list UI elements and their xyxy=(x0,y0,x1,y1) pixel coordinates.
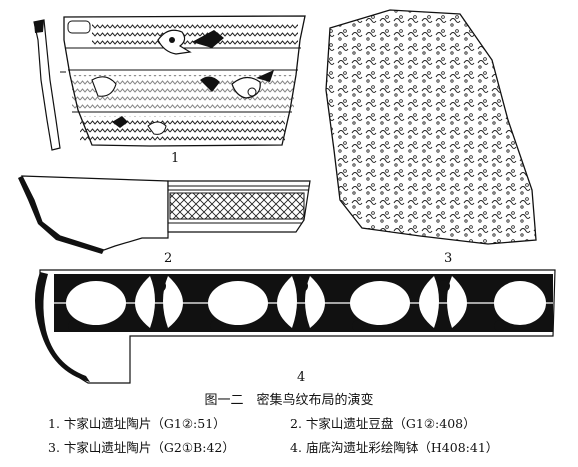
panel-label-2: 2 xyxy=(164,251,173,266)
panel-2-plate xyxy=(18,175,311,254)
panel-1-sherd xyxy=(63,15,306,147)
caption-3: 3. 卞家山遗址陶片（G2①B:42） xyxy=(48,440,235,455)
caption-1: 1. 卞家山遗址陶片（G1②:51） xyxy=(48,416,226,431)
panel-1-profile xyxy=(33,19,66,151)
panel-label-1: 1 xyxy=(171,151,180,166)
caption-2: 2. 卞家山遗址豆盘（G1②:408） xyxy=(290,416,476,431)
panel-label-4: 4 xyxy=(297,370,306,385)
panel-4-bowl xyxy=(35,269,556,384)
panel-label-3: 3 xyxy=(444,251,453,266)
figure-title: 图一二 密集鸟纹布局的演变 xyxy=(204,393,374,408)
panel-3-sherd xyxy=(325,9,537,245)
caption-4: 4. 庙底沟遗址彩绘陶钵（H408:41） xyxy=(290,440,499,455)
figure-drawings xyxy=(18,9,556,384)
